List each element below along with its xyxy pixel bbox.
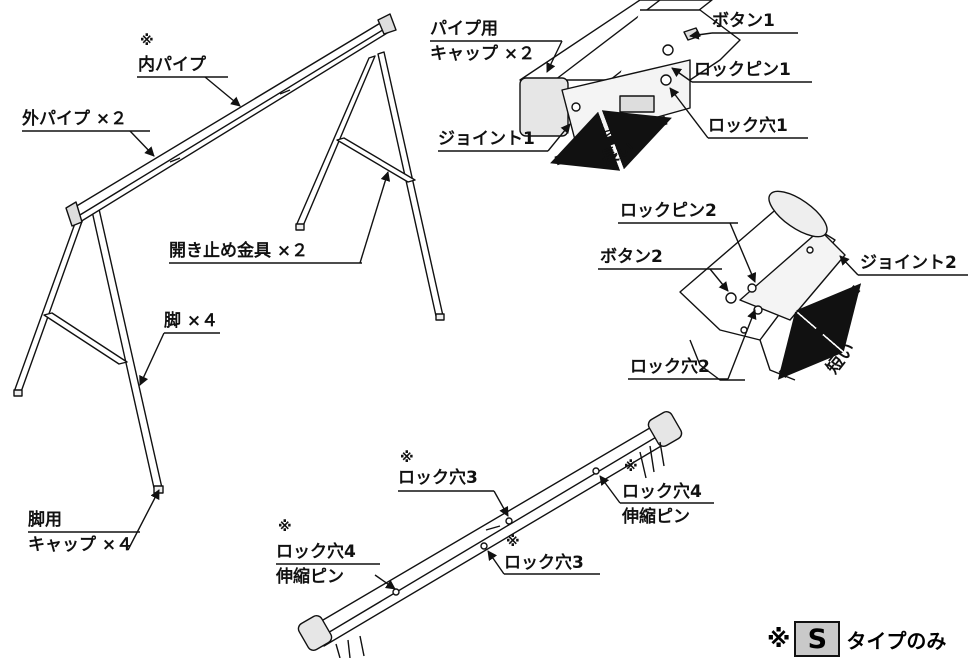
bar-drawing xyxy=(297,411,683,658)
inner-pipe-label: 内パイプ xyxy=(138,55,206,75)
lock-hole4-right-mark: ※ xyxy=(624,459,638,475)
lock-hole4-right-label-line2: 伸縮ピン xyxy=(622,507,690,527)
joint1-label: ジョイント1 xyxy=(438,129,535,149)
bracket-label: 開き止め金具 ×２ xyxy=(169,241,309,261)
a-frame-drawing xyxy=(13,13,445,494)
frame-callouts xyxy=(22,76,391,551)
legend-mark: ※ xyxy=(767,625,791,653)
lock-pin1-label: ロックピン1 xyxy=(694,60,791,80)
lock-hole3-top-mark: ※ xyxy=(400,450,414,466)
joint2-label: ジョイント2 xyxy=(860,253,957,273)
pipe-cap-label-line2: キャップ ×２ xyxy=(430,44,536,64)
foot-cap-label-line2: キャップ ×４ xyxy=(28,535,134,555)
lock-hole4-left-label-line1: ロック穴4 xyxy=(276,542,356,562)
outer-pipe-label: 外パイプ ×２ xyxy=(22,109,128,129)
lock-pin2-label: ロックピン2 xyxy=(620,201,717,221)
lock-hole1-label: ロック穴1 xyxy=(708,116,788,136)
lock-hole3-top-label: ロック穴3 xyxy=(398,468,478,488)
lock-hole3-bottom-mark: ※ xyxy=(506,534,520,550)
lock-hole4-left-mark: ※ xyxy=(278,519,292,535)
joint2-detail-drawing xyxy=(679,190,846,381)
short-arrow xyxy=(777,283,862,380)
lock-hole3-bottom-label: ロック穴3 xyxy=(504,553,584,573)
joint1-callouts xyxy=(430,29,812,152)
lock-hole4-left-label-line2: 伸縮ピン xyxy=(276,567,344,587)
legs-label: 脚 ×４ xyxy=(164,311,219,331)
inner-pipe-s-mark: ※ xyxy=(140,33,154,49)
button2-label: ボタン2 xyxy=(600,247,663,267)
button1-label: ボタン1 xyxy=(712,11,775,31)
pipe-cap-label-line1: パイプ用 xyxy=(430,19,498,39)
foot-cap-label-line1: 脚用 xyxy=(28,510,62,530)
long-arrow xyxy=(550,110,672,171)
lock-hole2-label: ロック穴2 xyxy=(630,357,710,377)
lock-hole4-right-label-line1: ロック穴4 xyxy=(622,482,702,502)
joint2-callouts xyxy=(598,222,968,380)
bar-callouts xyxy=(276,475,714,590)
legend-text: タイプのみ xyxy=(846,628,947,653)
s-type-legend: ※ S タイプのみ xyxy=(767,621,946,657)
s-type-badge: S xyxy=(794,621,841,657)
